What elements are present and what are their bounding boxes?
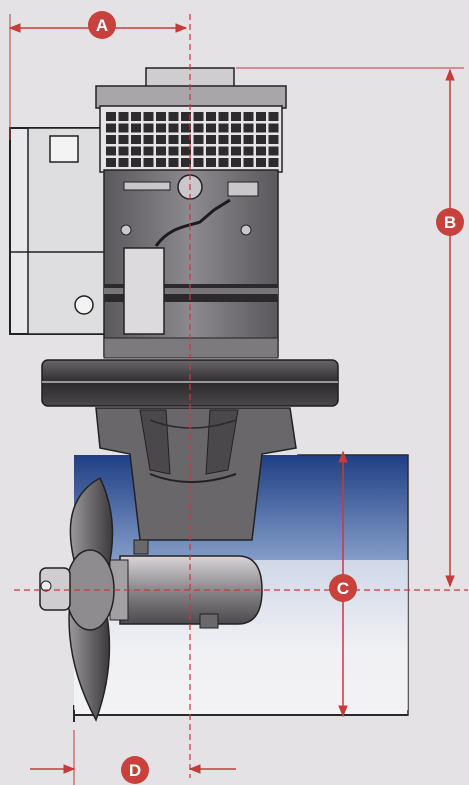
propeller: [39, 476, 115, 722]
grille-vent: [256, 158, 266, 167]
motor-body: [103, 169, 279, 359]
grille-vent: [181, 112, 191, 121]
grille-vent: [268, 112, 279, 121]
grille-vent: [118, 146, 129, 156]
grille-vent: [131, 123, 141, 133]
grille-vent: [118, 112, 129, 121]
drive-leg: [95, 407, 297, 541]
grille-vent: [168, 146, 179, 156]
dimension-badge-b: B: [436, 208, 464, 236]
grille-vent: [156, 135, 166, 144]
grille-vent: [106, 158, 116, 167]
grille-vent: [181, 158, 191, 167]
grille-vent: [193, 112, 204, 121]
grille-vent: [181, 123, 191, 133]
dimension-label-d: D: [129, 761, 141, 780]
grille-vent: [231, 123, 241, 133]
grille-vent: [218, 123, 229, 133]
dimension-label-b: B: [444, 213, 456, 232]
grille-vent: [156, 146, 166, 156]
grille-vent: [143, 135, 154, 144]
grille-vent: [206, 158, 216, 167]
grille-vent: [118, 158, 129, 167]
grille-vent: [106, 135, 116, 144]
grille-vent: [168, 112, 179, 121]
grille-vent: [143, 112, 154, 121]
mount-bolt-icon: [74, 295, 94, 315]
gearbox-pod: [109, 539, 263, 629]
grille-vent: [131, 158, 141, 167]
grille-vent: [106, 112, 116, 121]
grille-vent: [243, 135, 254, 144]
grille-vent: [206, 135, 216, 144]
grille-vent: [243, 158, 254, 167]
grille-vent: [131, 135, 141, 144]
grille-vent: [168, 123, 179, 133]
dimension-label-c: C: [337, 579, 349, 598]
grille-vent: [243, 123, 254, 133]
control-box: [9, 127, 111, 335]
grille-vent: [131, 112, 141, 121]
motor-top: [95, 67, 287, 109]
grille-vent: [256, 123, 266, 133]
grille-vent: [168, 158, 179, 167]
grille-vent: [143, 158, 154, 167]
grille-vent: [193, 123, 204, 133]
grille-vent: [231, 158, 241, 167]
grille-vent: [118, 135, 129, 144]
grille-vent: [156, 158, 166, 167]
grille-vent: [143, 146, 154, 156]
grille-vent: [193, 146, 204, 156]
grille-vent: [131, 146, 141, 156]
grille-vent: [181, 135, 191, 144]
grille-vent: [231, 112, 241, 121]
dimension-label-a: A: [96, 16, 108, 35]
grille-vent: [193, 158, 204, 167]
grille-vent: [206, 123, 216, 133]
grille-vent: [243, 112, 254, 121]
grille-vent: [206, 112, 216, 121]
grille-vent: [268, 123, 279, 133]
dimension-badge-c: C: [329, 574, 357, 602]
grille-vent: [268, 158, 279, 167]
grille-vent: [193, 135, 204, 144]
grille-vent: [118, 123, 129, 133]
grille-vent: [218, 112, 229, 121]
grille-vent: [256, 135, 266, 144]
grille-vent: [156, 123, 166, 133]
grille-vent: [243, 146, 254, 156]
grille-vent: [143, 123, 154, 133]
grille-vent: [181, 146, 191, 156]
grille-vent: [106, 146, 116, 156]
grille-vent: [231, 135, 241, 144]
dimension-badge-a: A: [88, 11, 116, 39]
grille-vent: [168, 135, 179, 144]
grille-vent: [106, 123, 116, 133]
prop-nut-icon: [40, 580, 52, 592]
grille-vent: [206, 146, 216, 156]
motor-grille: [99, 105, 283, 179]
grille-vent: [218, 146, 229, 156]
dimension-badge-d: D: [121, 756, 149, 784]
grille-vent: [256, 146, 266, 156]
grille-vent: [156, 112, 166, 121]
grille-vent: [218, 135, 229, 144]
grille-vent: [231, 146, 241, 156]
grille-vent: [256, 112, 266, 121]
grille-vent: [268, 135, 279, 144]
grille-vent: [268, 146, 279, 156]
grille-vent: [218, 158, 229, 167]
